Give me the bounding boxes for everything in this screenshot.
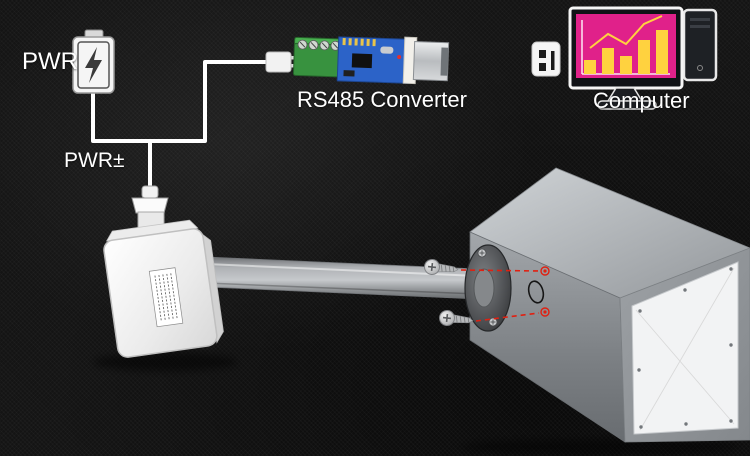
duct-shadow [460,439,740,455]
converter-label: RS485 Converter [297,87,467,112]
terminal-block [292,36,342,78]
duct-panel-screw-dots [637,267,733,429]
mounting-screw-icon [439,310,474,326]
power-and-signal-wires [91,60,267,194]
screw-hole-marker [540,266,550,276]
power-terminals-label: PWR± [64,149,125,172]
monitor-chart-line [589,15,663,49]
usb-connector [412,41,450,82]
cable-gland [131,185,169,229]
monitor-chart-bar [638,40,650,74]
monitor-chart-bars [584,30,668,74]
mounting-flange-icon [464,244,512,332]
sensor-shadow [93,353,237,371]
terminal-screws [297,39,341,51]
pcb-board [336,36,412,84]
monitor [568,6,684,110]
flange-bolt [477,248,487,258]
computer-icon [568,6,718,110]
monitor-chart-bar [602,48,614,74]
probe-tube [205,256,479,300]
mounting-screw-icon [424,259,459,275]
computer-label: Computer [593,88,690,113]
pc-tower [682,8,718,82]
monitor-base [597,100,657,110]
monitor-chart-bar [656,30,668,74]
sensor-label-sticker [148,267,184,328]
duct-sensor-icon [103,219,224,358]
pcb-chip [351,53,373,69]
monitor-chart-bar [620,56,632,74]
air-duct-icon [469,167,750,443]
monitor-chart-bar [584,60,596,74]
pcb-crystal [380,46,394,54]
flange-bolt [488,317,498,327]
duct-panel-diagonal-lines [635,267,735,431]
gasket-hole-outline [527,280,545,304]
usb-plug-icon [531,41,561,77]
battery-power-icon [72,29,115,94]
lightning-bolt-icon [85,47,102,83]
rs485-converter-icon [292,36,450,85]
screw-hole-marker [540,307,550,317]
power-label: PWR [22,48,78,75]
screw-guide-lines [460,269,540,322]
duct-end-panel [631,261,739,435]
